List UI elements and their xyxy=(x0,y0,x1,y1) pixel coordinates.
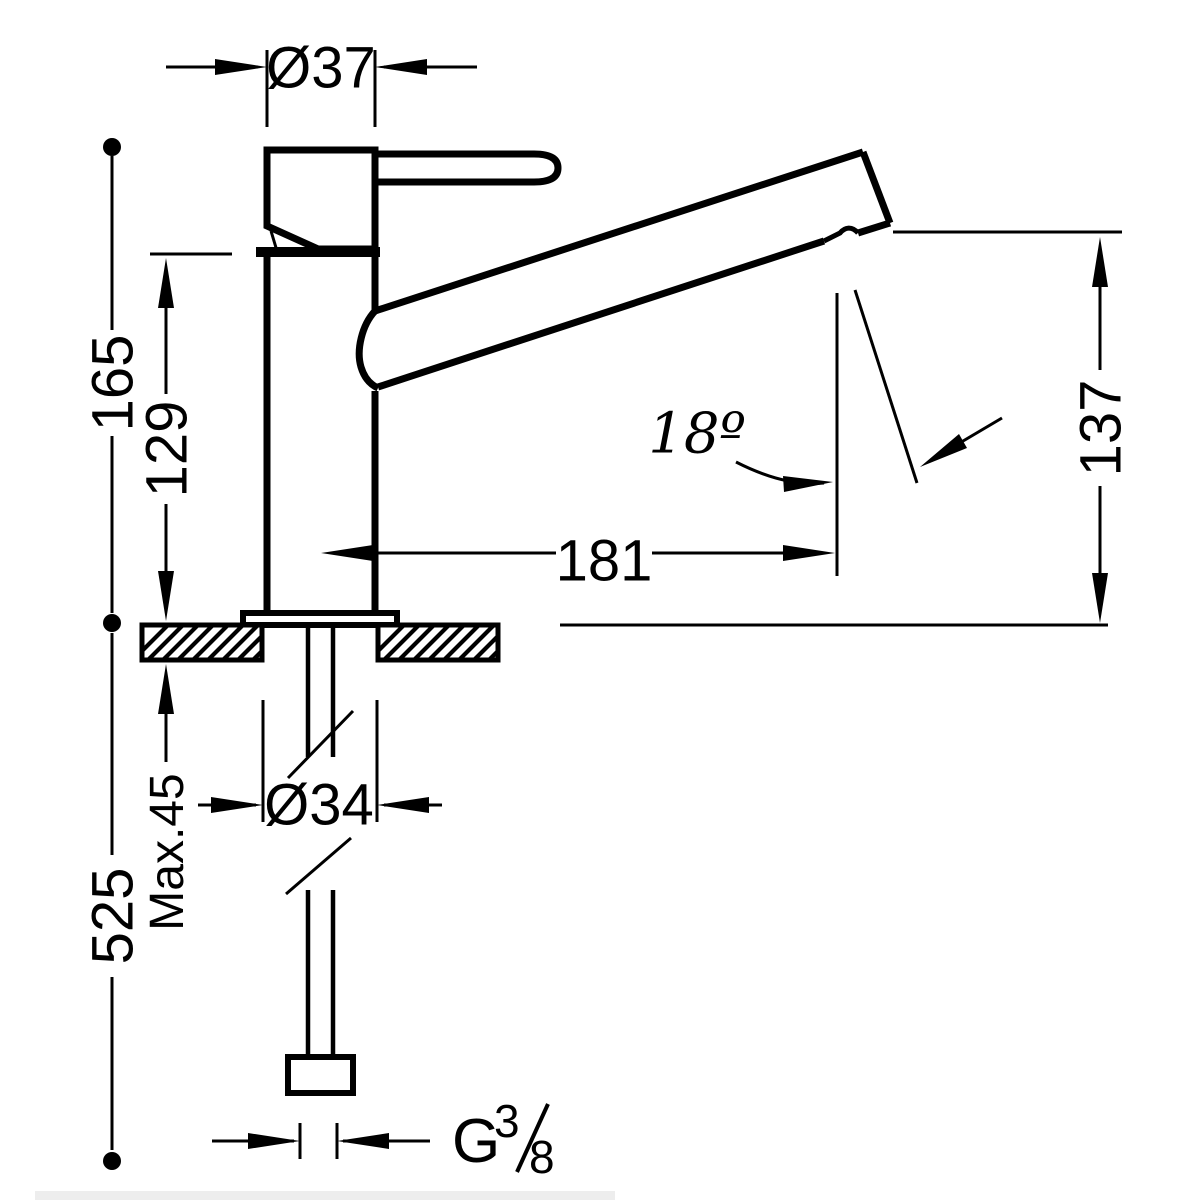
annotation-spout-angle: 18º xyxy=(648,289,1003,576)
label-spout-angle: 18º xyxy=(648,402,746,467)
spout-bottom-edge xyxy=(376,237,826,391)
label-spout-reach: 181 xyxy=(556,528,653,593)
spout-top-edge xyxy=(373,148,865,315)
label-thread-numerator: 3 xyxy=(494,1095,520,1147)
dimension-max-mounting-thickness: Max.45 xyxy=(141,664,194,931)
countertop-section xyxy=(139,622,1108,663)
aerator-notch xyxy=(822,225,860,244)
dimension-outlet-height: 137 xyxy=(893,230,1133,623)
handle-block xyxy=(263,146,379,253)
label-thread-denominator: 8 xyxy=(529,1131,555,1183)
spout-tip-cut xyxy=(859,150,894,225)
hose-break-slash-upper xyxy=(286,709,355,780)
dimension-handle-diameter: Ø37 xyxy=(166,35,477,127)
dimension-thread-size: G 3 8 xyxy=(212,1095,555,1183)
dimension-body-height: 129 xyxy=(134,252,232,621)
spout-base-bulge xyxy=(355,308,380,392)
deck-right-hatch xyxy=(376,623,500,662)
dimension-total-height: 165 xyxy=(80,138,145,632)
label-hole-diameter: Ø34 xyxy=(264,772,374,837)
dimension-hose-length: 525 xyxy=(80,633,145,1170)
label-max-mounting-thickness: Max.45 xyxy=(141,773,194,930)
dimension-hole-diameter: Ø34 xyxy=(198,700,442,837)
label-outlet-height: 137 xyxy=(1068,380,1133,477)
faucet-outline xyxy=(240,146,894,1096)
label-hose-length: 525 xyxy=(80,868,145,965)
handle-lever xyxy=(371,150,562,186)
hose-connector xyxy=(285,1054,356,1096)
label-thread-prefix: G xyxy=(452,1107,500,1176)
hose-break-slash-lower xyxy=(285,836,352,896)
fraction-slash xyxy=(515,1103,550,1173)
label-total-height: 165 xyxy=(80,335,145,432)
dimension-spout-reach: 181 xyxy=(321,528,835,593)
label-handle-diameter: Ø37 xyxy=(266,35,376,100)
angle-slanted-line xyxy=(853,289,919,484)
page-edge-band xyxy=(35,1191,615,1200)
label-body-height: 129 xyxy=(134,401,199,498)
deck-left-hatch xyxy=(140,623,264,662)
spout-tip-bottom xyxy=(856,219,892,237)
base-flange xyxy=(240,610,400,628)
